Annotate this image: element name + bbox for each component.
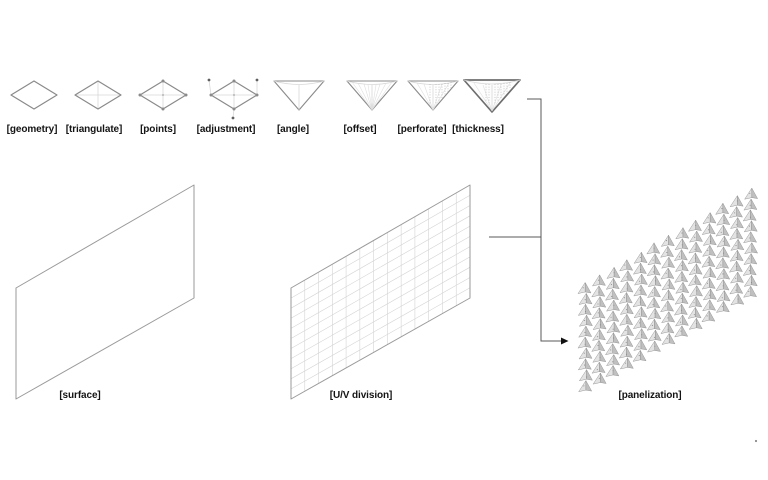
- adjustment-icon: [207, 78, 259, 120]
- uv-parallelogram: [290, 184, 471, 400]
- stage-label-panelization: [panelization]: [618, 390, 682, 401]
- step-label-offset: [offset]: [343, 124, 377, 135]
- step-label-points: [points]: [140, 124, 176, 135]
- arrowhead-icon: [561, 337, 569, 345]
- angle-icon: [273, 80, 325, 111]
- step-label-triangulate: [triangulate]: [65, 124, 123, 135]
- step-label-angle: [angle]: [276, 124, 310, 135]
- panelization-pattern: [577, 187, 758, 392]
- perforate-icon: [407, 80, 459, 111]
- step-label-geometry: [geometry]: [6, 124, 58, 135]
- stage-label-surface: [surface]: [59, 390, 101, 401]
- step-label-adjustment: [adjustment]: [196, 124, 256, 135]
- triangulate-icon: [74, 80, 122, 110]
- connector-thickness-to-panelization: [527, 98, 561, 342]
- step-label-thickness: [thickness]: [452, 124, 504, 135]
- page-dot: [754, 439, 758, 443]
- points-icon: [138, 79, 188, 111]
- uv-grid-lines: [290, 192, 471, 392]
- stage-label-uv-division: [U/V division]: [329, 390, 393, 401]
- step-label-perforate: [perforate]: [397, 124, 447, 135]
- offset-icon: [346, 80, 398, 111]
- geometry-icon: [10, 80, 58, 110]
- thickness-icon: [463, 79, 521, 113]
- surface-parallelogram: [15, 184, 195, 400]
